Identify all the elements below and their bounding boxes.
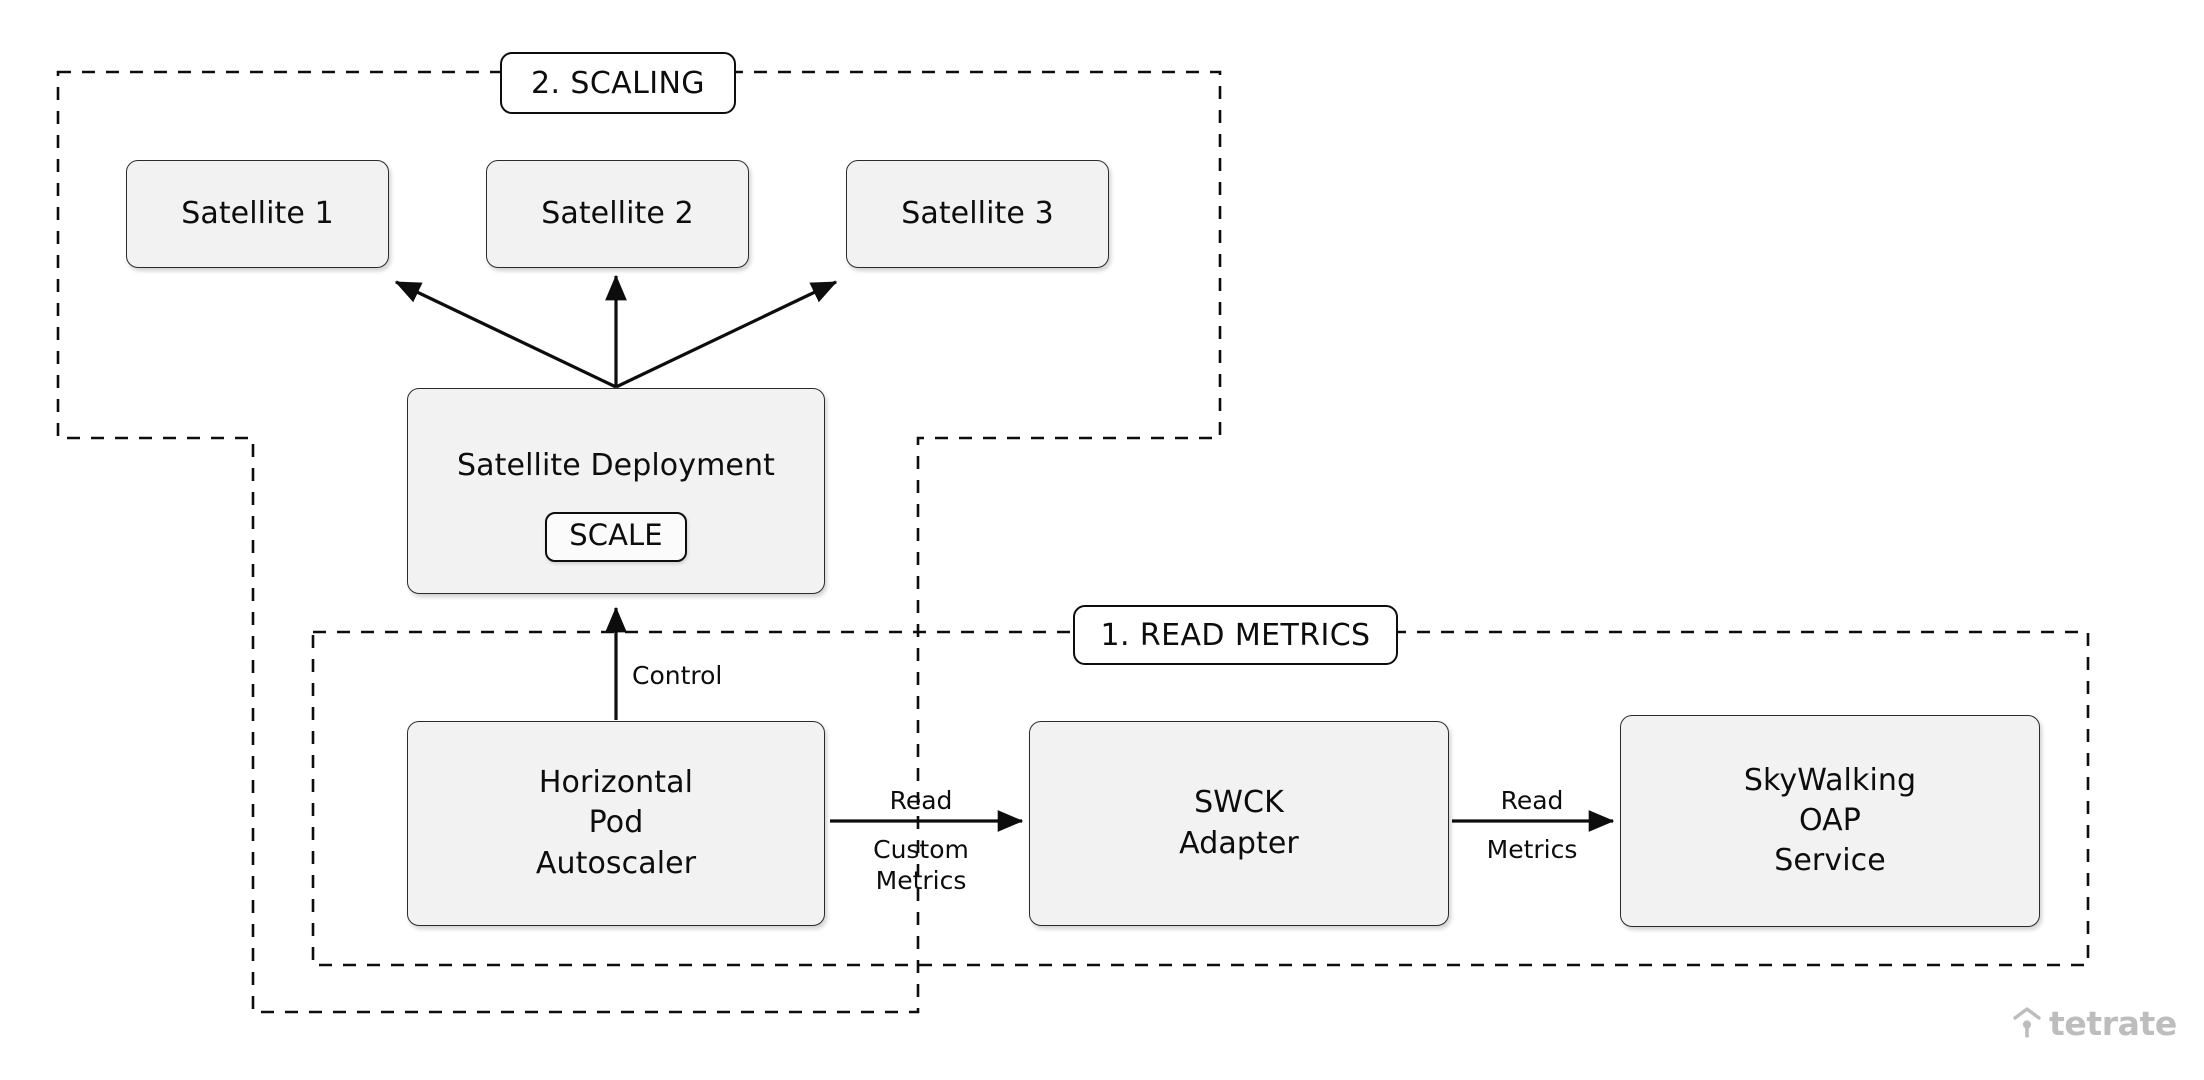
node-satellite-deployment[interactable]: Satellite Deployment SCALE — [407, 388, 825, 594]
group-label-read-metrics: 1. READ METRICS — [1073, 605, 1398, 665]
edge-label-custom-metrics: Custom Metrics — [873, 835, 969, 895]
edge-deployment-to-satellite-1 — [394, 280, 617, 389]
node-satellite-2[interactable]: Satellite 2 — [486, 160, 749, 268]
edge-label-read-2: Read — [1500, 786, 1564, 815]
node-skywalking-oap-service[interactable]: SkyWalking OAP Service — [1620, 715, 2040, 927]
node-swck-adapter[interactable]: SWCK Adapter — [1029, 721, 1449, 926]
edge-deployment-to-satellite-3 — [615, 280, 838, 389]
brand-logo: tetrate — [2012, 1006, 2177, 1040]
group-boundary-scaling — [56, 70, 1222, 1014]
edge-label-read: Read — [889, 786, 953, 815]
scale-badge[interactable]: SCALE — [545, 512, 687, 563]
edge-label-metrics: Metrics — [1486, 835, 1578, 864]
node-satellite-3[interactable]: Satellite 3 — [846, 160, 1109, 268]
node-satellite-1[interactable]: Satellite 1 — [126, 160, 389, 268]
node-horizontal-pod-autoscaler[interactable]: Horizontal Pod Autoscaler — [407, 721, 825, 926]
edge-label-control: Control — [632, 661, 723, 690]
tetrate-arrow-icon — [2012, 1006, 2042, 1040]
satellite-deployment-title: Satellite Deployment — [457, 447, 775, 483]
group-label-scaling: 2. SCALING — [500, 52, 736, 114]
brand-name: tetrate — [2049, 1003, 2177, 1043]
